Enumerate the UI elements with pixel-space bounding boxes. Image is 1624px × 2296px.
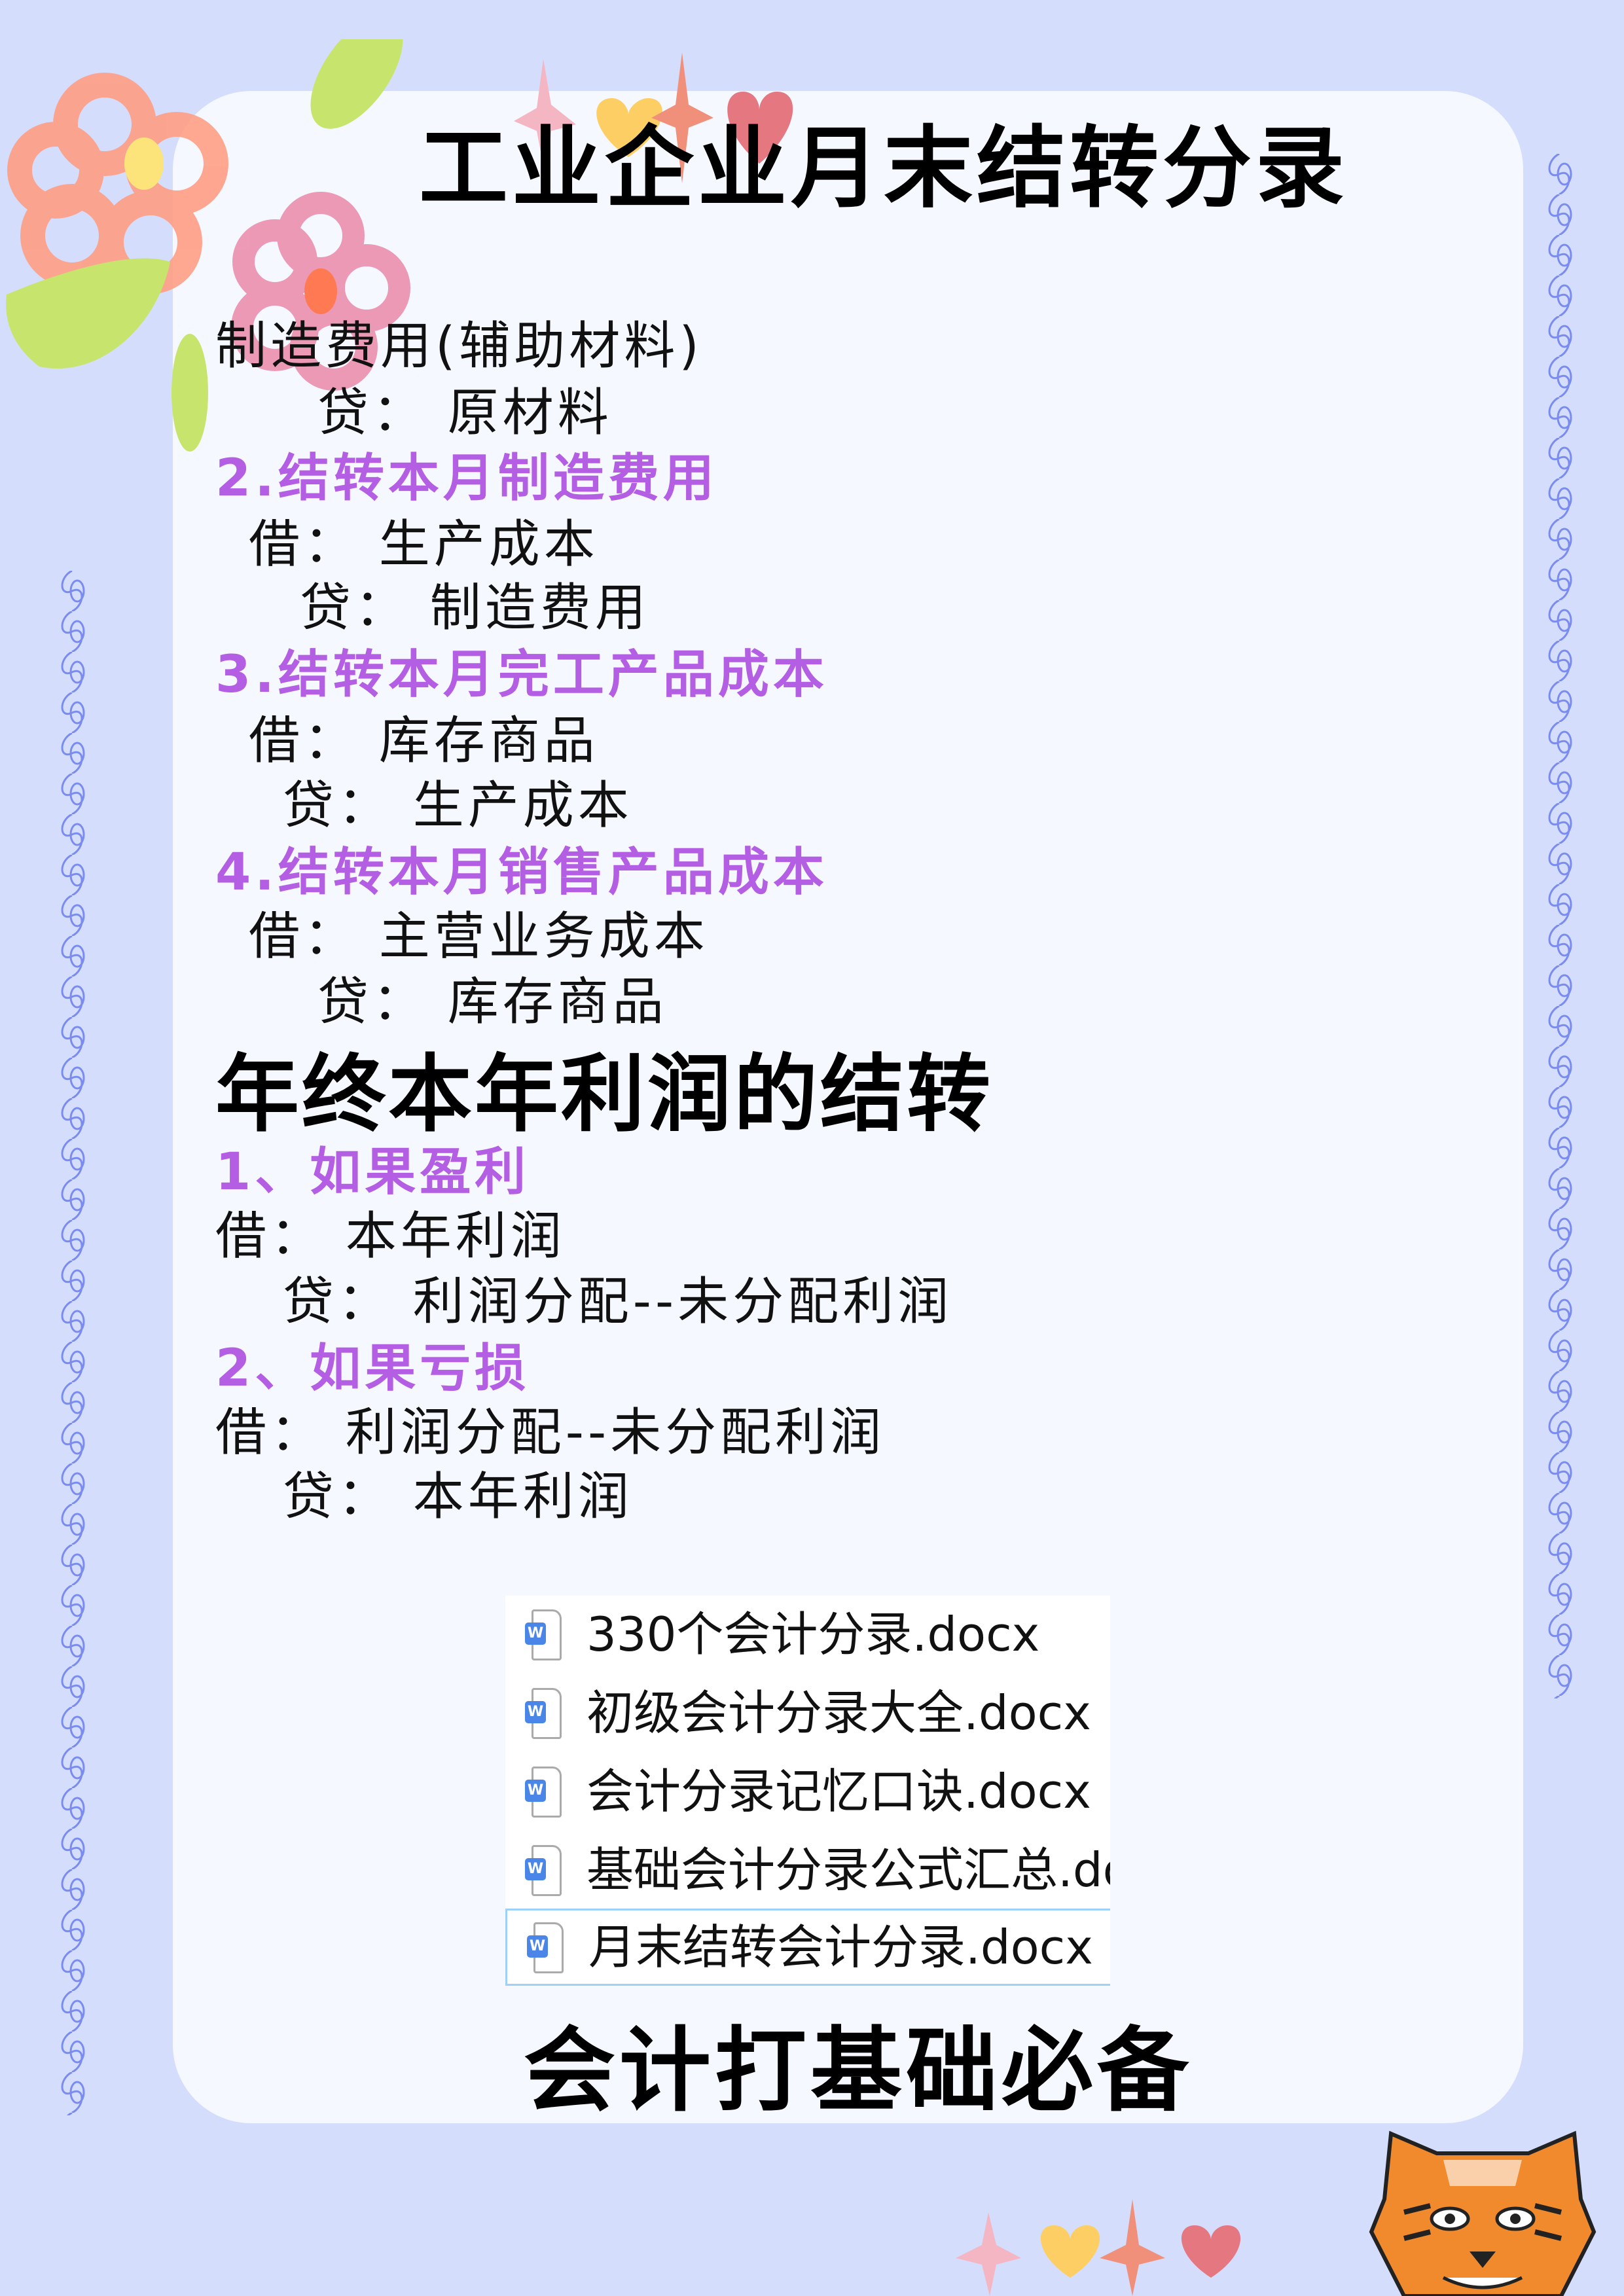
entry-line: 贷： 制造费用 [300, 579, 650, 637]
entry-line: 贷： 利润分配--未分配利润 [283, 1272, 953, 1331]
file-name: 初级会计分录大全.docx [586, 1685, 1091, 1740]
file-name: 330个会计分录.docx [586, 1607, 1040, 1662]
top-stars-hearts-icon [514, 52, 793, 183]
file-item[interactable]: W 初级会计分录大全.docx [505, 1674, 1110, 1751]
flower-decoration-icon [7, 39, 410, 391]
section-subheading: 1、如果盈利 [215, 1143, 530, 1202]
file-item[interactable]: W 基础会计分录公式汇总.docx [505, 1831, 1110, 1909]
entry-line: 借： 利润分配--未分配利润 [215, 1403, 886, 1462]
section-subheading: 2.结转本月制造费用 [215, 449, 718, 508]
left-squiggle-border [52, 571, 92, 2115]
word-doc-icon: W [525, 1845, 564, 1896]
word-doc-icon: W [527, 1922, 566, 1973]
entry-line: 借： 主营业务成本 [249, 907, 709, 966]
tiger-face-icon [1369, 2130, 1597, 2296]
file-name: 基础会计分录公式汇总.docx [586, 1842, 1110, 1897]
section-subheading: 3.结转本月完工产品成本 [215, 645, 828, 704]
file-name: 月末结转会计分录.docx [588, 1920, 1093, 1975]
file-item-selected[interactable]: W 月末结转会计分录.docx [505, 1909, 1110, 1986]
entry-line: 制造费用(辅助材料) [215, 317, 703, 376]
entry-line: 贷： 原材料 [317, 384, 613, 442]
section-subheading: 4.结转本月销售产品成本 [215, 843, 828, 902]
page-title: 工业企业月末结转分录 [419, 117, 1348, 221]
entry-line: 借： 生产成本 [249, 515, 599, 574]
entry-line: 贷： 生产成本 [283, 776, 633, 835]
leaf-decoration-icon [6, 258, 171, 369]
file-item[interactable]: W 会计分录记忆口诀.docx [505, 1753, 1110, 1830]
file-name: 会计分录记忆口诀.docx [586, 1764, 1091, 1819]
bottom-stars-hearts-icon [956, 2199, 1241, 2296]
entry-line: 借： 本年利润 [215, 1207, 566, 1266]
word-doc-icon: W [525, 1609, 564, 1660]
footer-slogan: 会计打基础必备 [524, 2018, 1193, 2125]
file-item[interactable]: W 330个会计分录.docx [505, 1596, 1110, 1673]
leaf-small-decoration-icon [171, 334, 208, 452]
entry-line: 贷： 本年利润 [283, 1467, 633, 1526]
word-doc-icon: W [525, 1767, 564, 1818]
file-list: W 330个会计分录.docx W 初级会计分录大全.docx W 会计分录记忆… [505, 1596, 1110, 1986]
entry-line: 借： 库存商品 [249, 711, 599, 770]
entry-line: 贷： 库存商品 [317, 973, 668, 1031]
word-doc-icon: W [525, 1688, 564, 1739]
right-squiggle-border [1540, 154, 1579, 1698]
section-subheading: 2、如果亏损 [215, 1339, 530, 1398]
year-end-heading: 年终本年利润的结转 [215, 1046, 994, 1143]
